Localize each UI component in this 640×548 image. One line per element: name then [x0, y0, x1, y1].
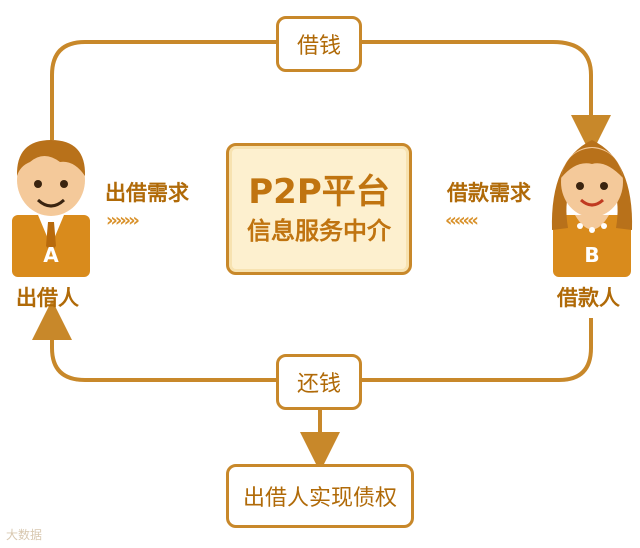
- borrower-demand-chevrons: ‹‹‹‹‹‹‹: [445, 210, 479, 231]
- p2p-platform-box: P2P平台 信息服务中介: [226, 143, 412, 275]
- lender-avatar: A: [12, 140, 90, 277]
- borrower-name: 借款人: [557, 286, 620, 310]
- lender-name: 出借人: [16, 286, 79, 310]
- borrower-demand-label: 借款需求: [447, 181, 531, 205]
- borrow-money-box: 借钱: [276, 16, 362, 72]
- platform-title: P2P平台: [248, 172, 390, 212]
- borrower-avatar: B: [551, 140, 633, 277]
- lender-demand-chevrons: ›››››››: [106, 210, 140, 231]
- repay-money-label: 还钱: [296, 372, 341, 397]
- repay-money-box: 还钱: [276, 354, 362, 410]
- borrow-money-label: 借钱: [296, 34, 341, 59]
- borrow-flow-line: [50, 40, 611, 155]
- borrower-badge: B: [584, 243, 599, 267]
- lender-demand-label: 出借需求: [105, 181, 189, 205]
- platform-subtitle: 信息服务中介: [247, 217, 391, 245]
- lender-badge: A: [43, 243, 59, 267]
- lender-claim-label: 出借人实现债权: [242, 486, 397, 511]
- watermark: 大数据: [6, 528, 43, 542]
- lender-claim-box: 出借人实现债权: [226, 464, 414, 528]
